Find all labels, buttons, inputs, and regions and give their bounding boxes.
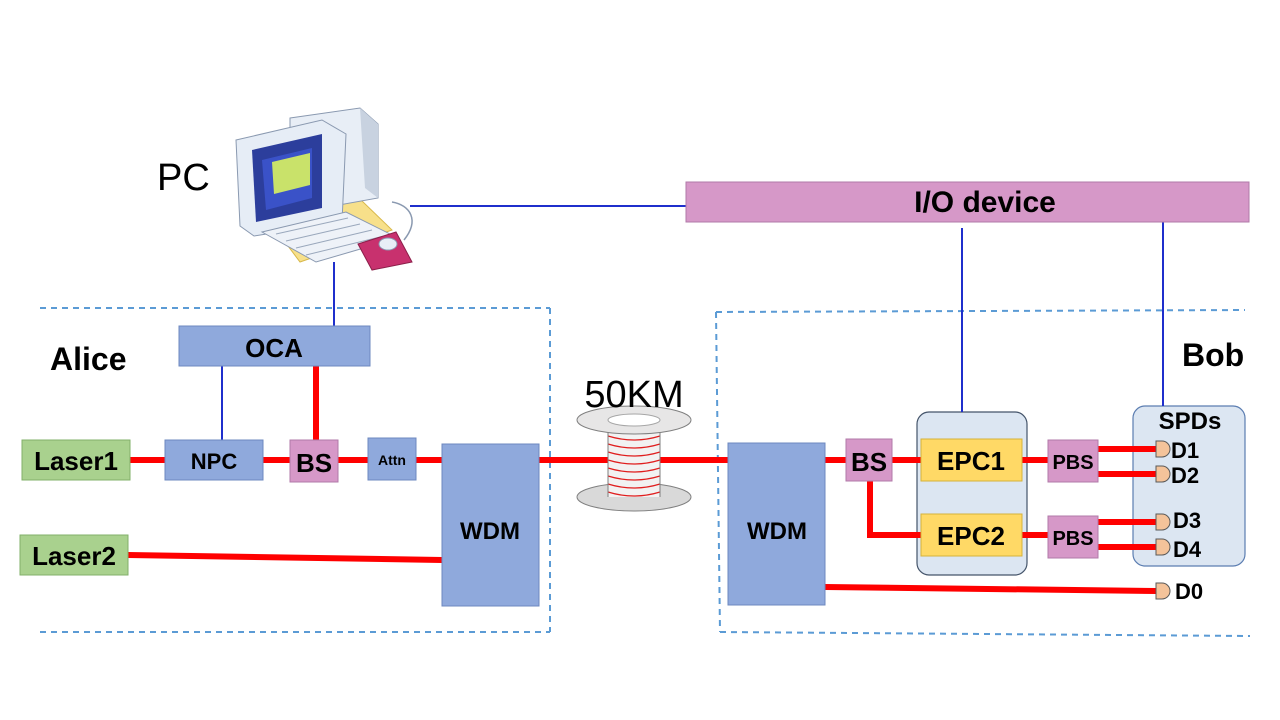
d3-label: D3	[1173, 508, 1201, 533]
epc1-box	[920, 438, 1023, 482]
photodetector-icon	[1155, 582, 1171, 600]
pbs2-label: PBS	[1052, 528, 1093, 550]
epc2-label: EPC2	[937, 521, 1005, 551]
bs-alice-box	[289, 439, 339, 483]
bob-label: Bob	[1182, 337, 1244, 373]
wdm-alice-label: WDM	[460, 518, 520, 545]
laser1-box	[21, 439, 131, 481]
bs-alice-label: BS	[296, 448, 332, 478]
laser2-box	[19, 534, 129, 576]
alice-label: Alice	[50, 341, 126, 377]
laser1-label: Laser1	[34, 446, 118, 476]
photodetector-icon	[1155, 440, 1171, 458]
alice-boundary	[40, 307, 551, 633]
spds-label: SPDs	[1159, 408, 1222, 435]
photodetector-icon	[1155, 538, 1171, 556]
epc2-box	[920, 513, 1023, 557]
fiber-length-label: 50KM	[584, 374, 683, 416]
optical-links	[127, 366, 1157, 594]
attn-box	[367, 437, 417, 481]
npc-label: NPC	[191, 449, 238, 474]
wdm-bob-label: WDM	[747, 518, 807, 545]
photodetector-icon	[1155, 513, 1171, 531]
bs-bob-box	[845, 438, 893, 482]
oca-label: OCA	[245, 333, 303, 363]
io-device-box	[685, 181, 1250, 223]
d4-label: D4	[1173, 537, 1202, 562]
wdm-alice-box	[441, 443, 540, 607]
pbs2-box	[1047, 515, 1099, 559]
laser2-label: Laser2	[32, 541, 116, 571]
photodetector-icon	[1155, 465, 1171, 483]
pbs1-label: PBS	[1052, 452, 1093, 474]
electrical-links	[221, 205, 1164, 440]
epc1-label: EPC1	[937, 446, 1005, 476]
attn-label: Attn	[378, 452, 406, 468]
io-device-label: I/O device	[914, 186, 1056, 219]
pbs1-box	[1047, 439, 1099, 483]
fiber-spool-icon	[576, 405, 692, 512]
d0-label: D0	[1175, 579, 1203, 604]
bob-boundary	[715, 309, 1251, 637]
wdm-bob-box	[727, 442, 826, 606]
bs-bob-label: BS	[851, 447, 887, 477]
pc-label: PC	[157, 157, 210, 199]
desktop-computer-icon	[235, 107, 413, 271]
d2-label: D2	[1171, 463, 1199, 488]
oca-box	[178, 325, 371, 367]
npc-box	[164, 439, 264, 481]
d1-label: D1	[1171, 438, 1199, 463]
